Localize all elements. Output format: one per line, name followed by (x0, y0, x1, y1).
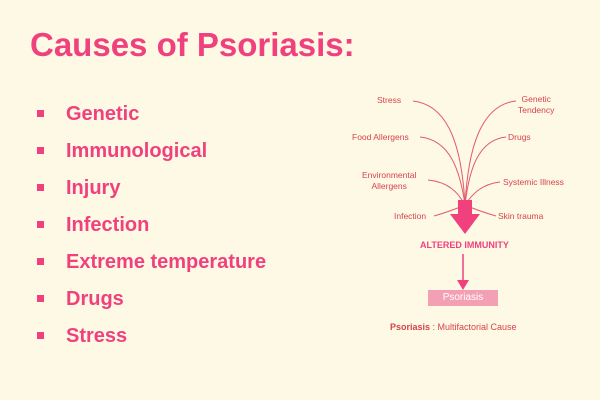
list-item: Genetic (34, 96, 266, 133)
caption-bold: Psoriasis (390, 322, 431, 332)
bullet-square-icon (37, 147, 44, 154)
list-item-label: Infection (66, 214, 150, 236)
list-item: Extreme temperature (34, 244, 266, 281)
cause-label-skin-trauma: Skin trauma (498, 211, 544, 221)
list-item-label: Drugs (66, 288, 124, 310)
list-item: Drugs (34, 281, 266, 318)
connector-genetic-tendency (464, 100, 517, 206)
list-item-label: Injury (66, 177, 121, 199)
bullet-square-icon (37, 110, 44, 117)
list-item: Immunological (34, 133, 266, 170)
list-item: Stress (34, 318, 266, 355)
caption-rest: : Multifactorial Cause (430, 322, 517, 332)
causes-list: Genetic Immunological Injury Infection E… (34, 96, 266, 355)
cause-label-food-allergens: Food Allergens (352, 132, 409, 142)
connector-drugs (464, 136, 507, 206)
connector-food-allergens (419, 136, 466, 206)
page-title: Causes of Psoriasis: (30, 26, 355, 63)
cause-label-genetic-tendency: Genetic Tendency (518, 94, 555, 115)
cause-label-stress: Stress (377, 95, 402, 105)
bullet-square-icon (37, 332, 44, 339)
cause-label-drugs: Drugs (508, 132, 531, 142)
causes-diagram (412, 100, 517, 290)
bullet-square-icon (37, 295, 44, 302)
bullet-square-icon (37, 184, 44, 191)
list-item-label: Immunological (66, 140, 208, 162)
big-arrow-down-icon (450, 200, 480, 234)
altered-immunity-label: ALTERED IMMUNITY (420, 240, 509, 250)
psoriasis-result-box: Psoriasis (428, 290, 498, 306)
cause-label-environmental-allergens: Environmental Allergens (362, 170, 417, 191)
cause-label-systemic-illness: Systemic Illness (503, 177, 564, 187)
cause-label-infection: Infection (394, 211, 427, 221)
bullet-square-icon (37, 258, 44, 265)
arrow-down-icon (457, 280, 469, 290)
connector-stress (412, 100, 466, 206)
list-item-label: Extreme temperature (66, 251, 267, 273)
list-item: Infection (34, 207, 266, 244)
list-item-label: Stress (66, 325, 128, 347)
bullet-square-icon (37, 221, 44, 228)
list-item-label: Genetic (66, 103, 140, 125)
diagram-caption: Psoriasis : Multifactorial Cause (390, 322, 517, 332)
list-item: Injury (34, 170, 266, 207)
